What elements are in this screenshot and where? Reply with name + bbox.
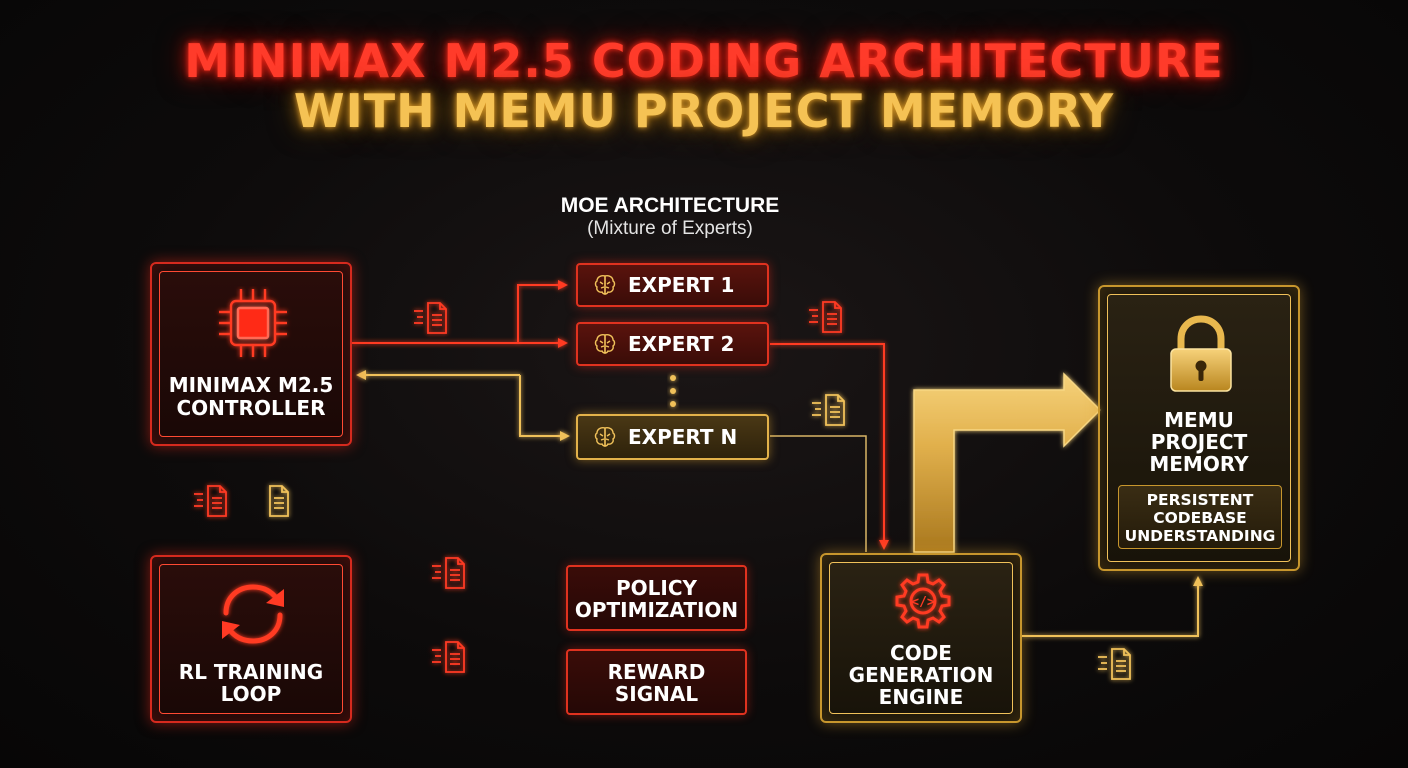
cycle-arrows-icon bbox=[222, 584, 284, 644]
memory-label-line-1: MEMU bbox=[1164, 408, 1234, 432]
document-icon bbox=[809, 301, 842, 333]
title-line-2: WITH MEMU PROJECT MEMORY bbox=[293, 84, 1115, 138]
memory-node[interactable]: MEMU PROJECT MEMORY PERSISTENT CODEBASE … bbox=[1098, 285, 1300, 571]
gear-code-icon: </> bbox=[895, 573, 951, 629]
cpu-chip-icon bbox=[219, 289, 287, 357]
rl-training-loop-node[interactable]: RL TRAINING LOOP bbox=[150, 555, 352, 723]
big-arrow-codegen-to-memory bbox=[913, 372, 1102, 553]
memory-label-line-2: PROJECT bbox=[1150, 430, 1248, 454]
connector-codegen-to-memory bbox=[1022, 576, 1203, 637]
policy-label-line-2: OPTIMIZATION bbox=[574, 598, 739, 622]
ellipsis-dots bbox=[670, 375, 676, 407]
document-icon bbox=[812, 394, 845, 426]
rl-label-line-1: RL TRAINING bbox=[178, 660, 324, 684]
expert-n-label: EXPERT N bbox=[628, 425, 738, 449]
persistent-understanding-badge: PERSISTENT CODEBASE UNDERSTANDING bbox=[1118, 485, 1282, 549]
persistent-label-line-2: CODEBASE bbox=[1153, 509, 1247, 527]
brain-icon bbox=[594, 427, 616, 447]
document-icon bbox=[414, 302, 447, 334]
moe-subheading: (Mixture of Experts) bbox=[587, 218, 753, 239]
padlock-icon bbox=[1170, 315, 1232, 392]
reward-label-line-1: REWARD bbox=[607, 660, 706, 684]
title-line-1: MINIMAX M2.5 CODING ARCHITECTURE bbox=[184, 34, 1224, 88]
code-generation-engine-node[interactable]: </> CODE GENERATION ENGINE bbox=[820, 553, 1022, 723]
connector-expert2-to-codegen bbox=[770, 343, 889, 550]
policy-label-line-1: POLICY bbox=[615, 576, 697, 600]
codegen-label-line-2: GENERATION bbox=[848, 663, 994, 687]
connector-controller-to-experts bbox=[352, 280, 568, 348]
rl-label-line-2: LOOP bbox=[220, 682, 282, 706]
brain-icon bbox=[594, 275, 616, 295]
document-icon bbox=[432, 557, 465, 589]
expert-2-label: EXPERT 2 bbox=[628, 332, 735, 356]
svg-text:</>: </> bbox=[911, 595, 935, 610]
brain-icon bbox=[594, 334, 616, 354]
controller-node[interactable]: MINIMAX M2.5 CONTROLLER bbox=[150, 262, 352, 446]
expert-2-node[interactable]: EXPERT 2 bbox=[576, 322, 769, 366]
expert-n-node[interactable]: EXPERT N bbox=[576, 414, 769, 460]
document-icon bbox=[432, 641, 465, 673]
persistent-label-line-1: PERSISTENT bbox=[1146, 491, 1254, 509]
persistent-label-line-3: UNDERSTANDING bbox=[1124, 527, 1276, 545]
controller-label-line-1: MINIMAX M2.5 bbox=[168, 373, 334, 397]
expert-1-node[interactable]: EXPERT 1 bbox=[576, 263, 769, 307]
document-icon bbox=[194, 485, 227, 517]
reward-signal-node[interactable]: REWARD SIGNAL bbox=[566, 649, 747, 715]
document-icon bbox=[1098, 648, 1131, 680]
codegen-label-line-3: ENGINE bbox=[878, 685, 964, 709]
document-icon bbox=[269, 485, 289, 517]
memory-label-line-3: MEMORY bbox=[1149, 452, 1249, 476]
codegen-label-line-1: CODE bbox=[890, 641, 952, 665]
policy-optimization-node[interactable]: POLICY OPTIMIZATION bbox=[566, 565, 747, 631]
reward-label-line-2: SIGNAL bbox=[614, 682, 699, 706]
connector-controller-expertN-bidirectional bbox=[356, 370, 570, 441]
connector-expertN-to-codegen bbox=[770, 435, 867, 552]
expert-1-label: EXPERT 1 bbox=[628, 273, 735, 297]
controller-label-line-2: CONTROLLER bbox=[176, 396, 326, 420]
moe-heading: MOE ARCHITECTURE bbox=[560, 194, 780, 217]
